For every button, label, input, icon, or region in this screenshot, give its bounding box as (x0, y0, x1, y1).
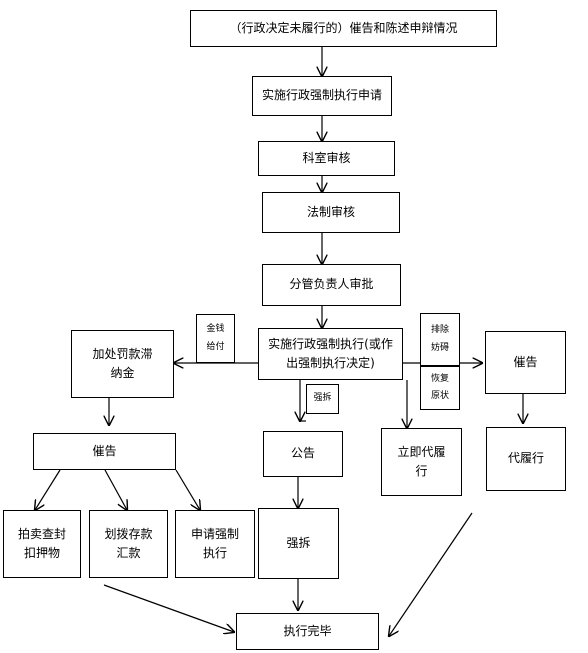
node-proxy: 代履行 (486, 427, 566, 491)
arrow-left-to-done (103, 584, 234, 632)
arrow-remind-to-apply-enforce (175, 469, 200, 510)
label-money-payment: 金钱给付 (196, 314, 235, 363)
node-demolish: 强拆 (258, 508, 339, 579)
node-dept-review: 科室审核 (258, 141, 395, 176)
arrow-remind-to-auction (35, 469, 61, 510)
node-notice-statement: （行政决定未履行的）催告和陈述申辩情况 (190, 10, 497, 47)
node-announce: 公告 (263, 431, 343, 477)
label-restore: 恢复原状 (420, 366, 460, 410)
node-apply: 实施行政强制执行申请 (252, 76, 392, 116)
node-decision: 实施行政强制执行(或作出强制执行决定) (258, 328, 403, 380)
node-immediate: 立即代履行 (381, 428, 462, 496)
node-remind-left: 催告 (33, 433, 176, 470)
label-remove-obstacle: 排除妨碍 (420, 313, 460, 366)
label-demolish: 强拆 (306, 384, 339, 414)
node-remind-right: 催告 (485, 331, 566, 394)
arrow-right-to-done (389, 512, 473, 636)
node-fine: 加处罚款滞纳金 (71, 330, 174, 398)
node-done: 执行完毕 (236, 613, 379, 650)
node-leader-approve: 分管负责人审批 (262, 264, 401, 306)
node-legal-review: 法制审核 (262, 192, 400, 233)
arrow-remind-to-transfer (104, 469, 127, 510)
node-apply-enforce: 申请强制执行 (175, 510, 255, 578)
node-auction: 拍卖查封扣押物 (3, 510, 81, 578)
node-transfer: 划拨存款汇款 (89, 510, 168, 578)
